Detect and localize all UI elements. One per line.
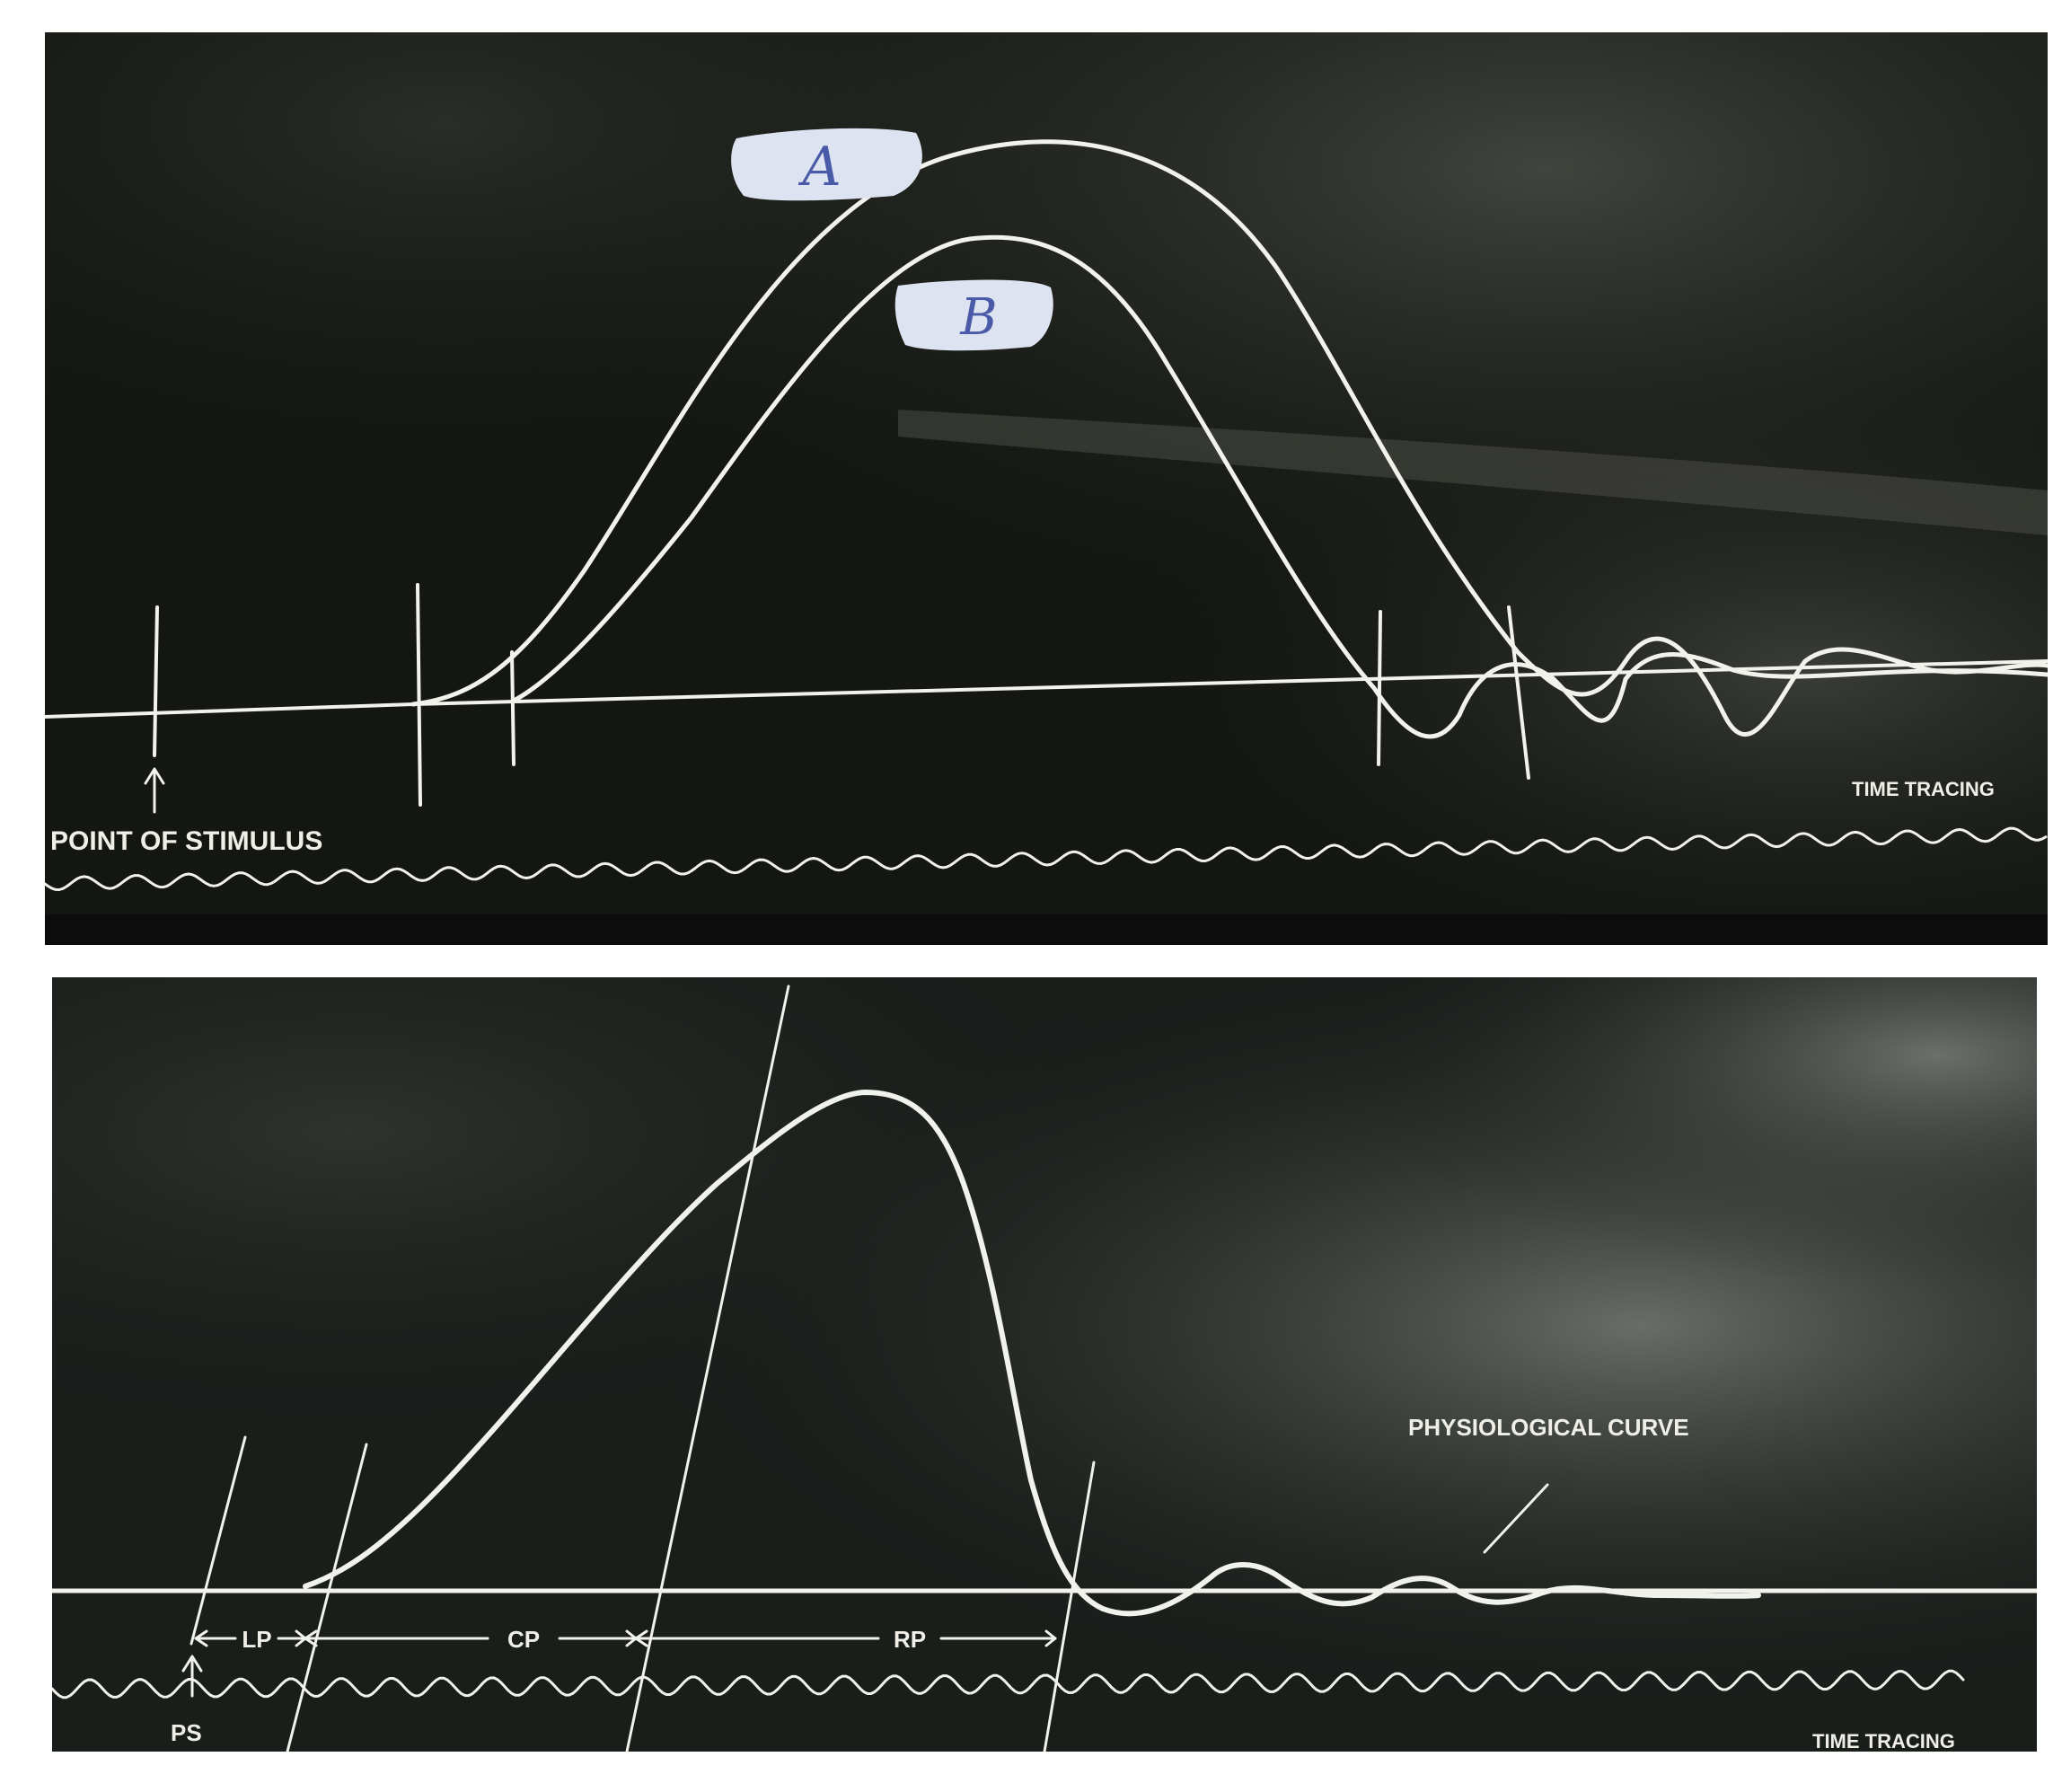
time-tracing-label-top: TIME TRACING — [1852, 778, 1995, 800]
event-markers — [153, 583, 1530, 807]
time-tracing-wave — [45, 826, 2048, 891]
up-arrow-icon — [144, 767, 165, 814]
latent-start-marker-a — [416, 583, 422, 807]
bottom-myogram-panel: PHYSIOLOGICAL CURVE LP CP RP PS TIME TRA… — [52, 977, 2037, 1752]
point-of-stimulus-label: POINT OF STIMULUS — [50, 826, 322, 856]
panel-bottom-border — [45, 914, 2048, 945]
physiological-curve — [303, 1090, 1761, 1617]
ps-label: PS — [171, 1719, 202, 1746]
label-a-patch: A — [731, 128, 922, 201]
relaxation-end-line — [1043, 1461, 1096, 1752]
relaxation-end-marker-a — [1507, 605, 1530, 780]
paper-streak — [898, 410, 2048, 535]
cp-label: CP — [507, 1626, 540, 1653]
contraction-end-line — [625, 984, 790, 1752]
top-myogram-svg: A B POINT OF STIMULUS TIME TRACING — [45, 32, 2048, 945]
rp-label: RP — [894, 1626, 926, 1653]
time-tracing-wave-bottom — [52, 1669, 1965, 1699]
physiological-curve-pointer — [1483, 1483, 1549, 1554]
label-b-patch: B — [894, 279, 1053, 351]
relaxation-end-marker-b — [1377, 610, 1382, 766]
stimulus-marker — [153, 605, 159, 757]
contraction-curve-a — [410, 139, 2048, 737]
time-tracing-label-bottom: TIME TRACING — [1812, 1730, 1955, 1752]
label-b: B — [959, 288, 997, 347]
period-dimension-arrows — [194, 1629, 1057, 1647]
bottom-myogram-svg: PHYSIOLOGICAL CURVE LP CP RP PS TIME TRA… — [52, 977, 2037, 1752]
contraction-curve-b — [509, 234, 2048, 739]
top-myogram-panel: A B POINT OF STIMULUS TIME TRACING — [45, 32, 2048, 945]
latent-end-line — [286, 1443, 368, 1752]
period-boundaries — [189, 984, 1096, 1752]
latent-start-marker-b — [510, 650, 516, 766]
up-arrow-icon — [181, 1655, 203, 1698]
stimulus-line — [189, 1435, 247, 1646]
lp-label: LP — [242, 1626, 271, 1653]
physiological-curve-label: PHYSIOLOGICAL CURVE — [1408, 1414, 1689, 1441]
label-a: A — [797, 136, 841, 199]
